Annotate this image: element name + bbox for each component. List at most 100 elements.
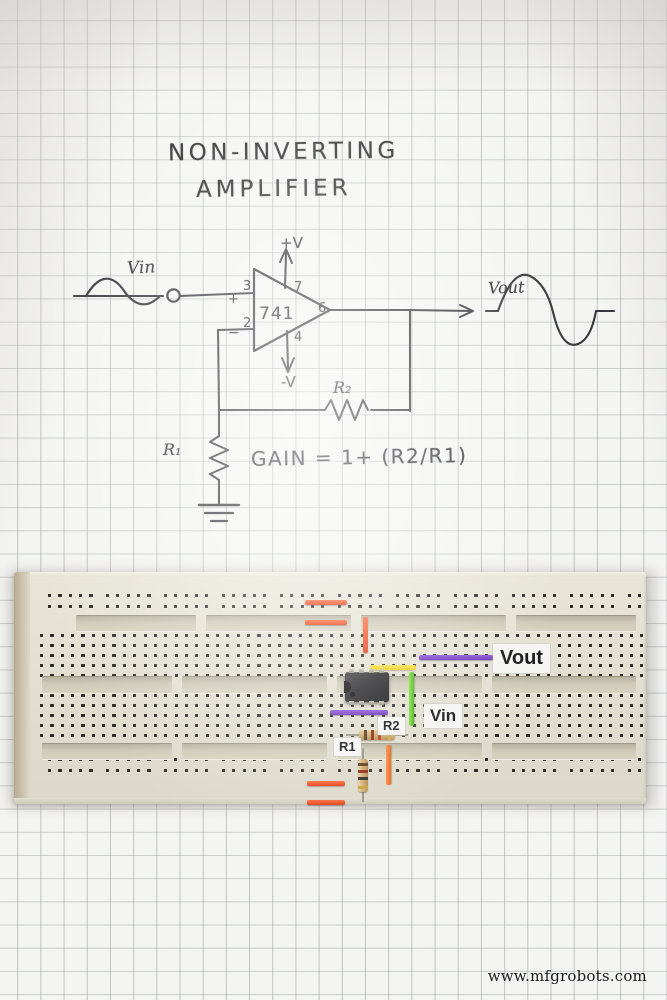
breadboard-hole xyxy=(640,704,644,708)
breadboard-hole xyxy=(215,734,220,738)
breadboard-hole xyxy=(495,704,499,708)
breadboard-hole xyxy=(609,734,613,738)
breadboard-hole xyxy=(194,605,199,609)
breadboard-hole xyxy=(257,724,261,728)
breadboard-hole xyxy=(557,714,561,718)
breadboard-hole xyxy=(360,654,365,658)
jumper-wire-red-bottom xyxy=(307,781,345,786)
breadboard-hole xyxy=(567,644,572,648)
breadboard-hole xyxy=(406,769,410,773)
breadboard-hole xyxy=(232,594,236,598)
breadboard-hole xyxy=(91,724,95,728)
breadboard-hole xyxy=(567,664,572,668)
breadboard-hole xyxy=(309,694,313,698)
breadboard-hole xyxy=(391,704,396,708)
breadboard-hole xyxy=(379,605,383,609)
breadboard-hole xyxy=(164,724,168,728)
breadboard-hole xyxy=(505,694,509,698)
breadboard-hole xyxy=(102,714,106,718)
breadboard-hole xyxy=(247,694,251,698)
breadboard-hole xyxy=(609,704,613,708)
breadboard-hole xyxy=(60,734,64,738)
breadboard-hole xyxy=(184,724,189,728)
breadboard-hole xyxy=(40,694,44,698)
breadboard-hole xyxy=(310,769,315,773)
breadboard-hole xyxy=(122,644,126,648)
breadboard-hole xyxy=(464,724,468,728)
breadboard-hole xyxy=(79,605,83,609)
breadboard-hole xyxy=(578,724,582,728)
breadboard-hole xyxy=(590,594,594,598)
breadboard-hole xyxy=(298,644,302,648)
breadboard-hole xyxy=(474,664,478,668)
breadboard-hole xyxy=(536,634,540,638)
opamp-part-number-label: 741 xyxy=(259,304,295,324)
breadboard-hole xyxy=(143,654,147,658)
breadboard-hole xyxy=(629,634,634,638)
breadboard-hole xyxy=(619,714,623,718)
breadboard-hole xyxy=(91,654,95,658)
breadboard-hole xyxy=(485,694,489,698)
breadboard-hole xyxy=(122,664,126,668)
breadboard-hole xyxy=(422,734,427,738)
breadboard-hole xyxy=(453,605,457,609)
schematic-title-line-1: NON-INVERTING xyxy=(167,137,399,167)
breadboard-hole xyxy=(371,724,375,728)
breadboard-hole xyxy=(112,664,116,668)
breadboard-hole xyxy=(547,724,551,728)
breadboard-hole xyxy=(112,644,116,648)
breadboard-hole xyxy=(474,634,478,638)
breadboard-hole xyxy=(640,674,644,678)
breadboard-hole xyxy=(288,724,292,728)
breadboard-hole xyxy=(637,758,642,762)
breadboard-hole xyxy=(590,769,594,773)
breadboard-hole xyxy=(242,594,246,598)
breadboard-hole xyxy=(329,704,333,708)
breadboard-hole xyxy=(627,769,631,773)
breadboard-hole xyxy=(321,594,325,598)
breadboard-hole xyxy=(454,634,458,638)
breadboard-hole xyxy=(542,769,546,773)
breadboard-hole xyxy=(464,634,468,638)
breadboard-hole xyxy=(263,605,267,609)
schematic-title-line-2: AMPLIFIER xyxy=(195,175,352,203)
breadboard-hole xyxy=(71,664,75,668)
breadboard-hole xyxy=(358,594,362,598)
breadboard-hole xyxy=(236,714,240,718)
breadboard-hole xyxy=(205,769,209,773)
breadboard-hole xyxy=(547,704,551,708)
breadboard-hole xyxy=(247,634,251,638)
breadboard-hole xyxy=(516,724,520,728)
breadboard-hole xyxy=(395,769,399,773)
breadboard-hole xyxy=(81,734,85,738)
breadboard-hole xyxy=(91,644,95,648)
breadboard-hole xyxy=(298,724,302,728)
breadboard-hole xyxy=(474,694,478,698)
breadboard-hole xyxy=(422,634,427,638)
breadboard-hole xyxy=(485,704,489,708)
breadboard-hole xyxy=(164,734,168,738)
breadboard-left-edge xyxy=(14,572,30,804)
breadboard-hole xyxy=(164,654,168,658)
breadboard-hole xyxy=(112,654,116,658)
breadboard-hole xyxy=(112,724,116,728)
breadboard-hole xyxy=(511,769,515,773)
breadboard-hole xyxy=(153,654,158,658)
breadboard-hole xyxy=(153,704,158,708)
breadboard-hole xyxy=(143,734,147,738)
breadboard-hole xyxy=(164,694,168,698)
breadboard-hole xyxy=(422,644,427,648)
breadboard-hole xyxy=(195,644,199,648)
breadboard-hole xyxy=(60,654,64,658)
breadboard-hole xyxy=(153,644,158,648)
breadboard-hole xyxy=(215,654,220,658)
breadboard-hole xyxy=(174,714,178,718)
breadboard-hole xyxy=(609,654,613,658)
breadboard-hole xyxy=(395,605,399,609)
breadboard-hole xyxy=(236,654,240,658)
breadboard-hole xyxy=(153,724,158,728)
breadboard-hole xyxy=(485,734,489,738)
breadboard-hole xyxy=(309,644,313,648)
breadboard-hole xyxy=(511,594,515,598)
breadboard-hole xyxy=(547,734,551,738)
